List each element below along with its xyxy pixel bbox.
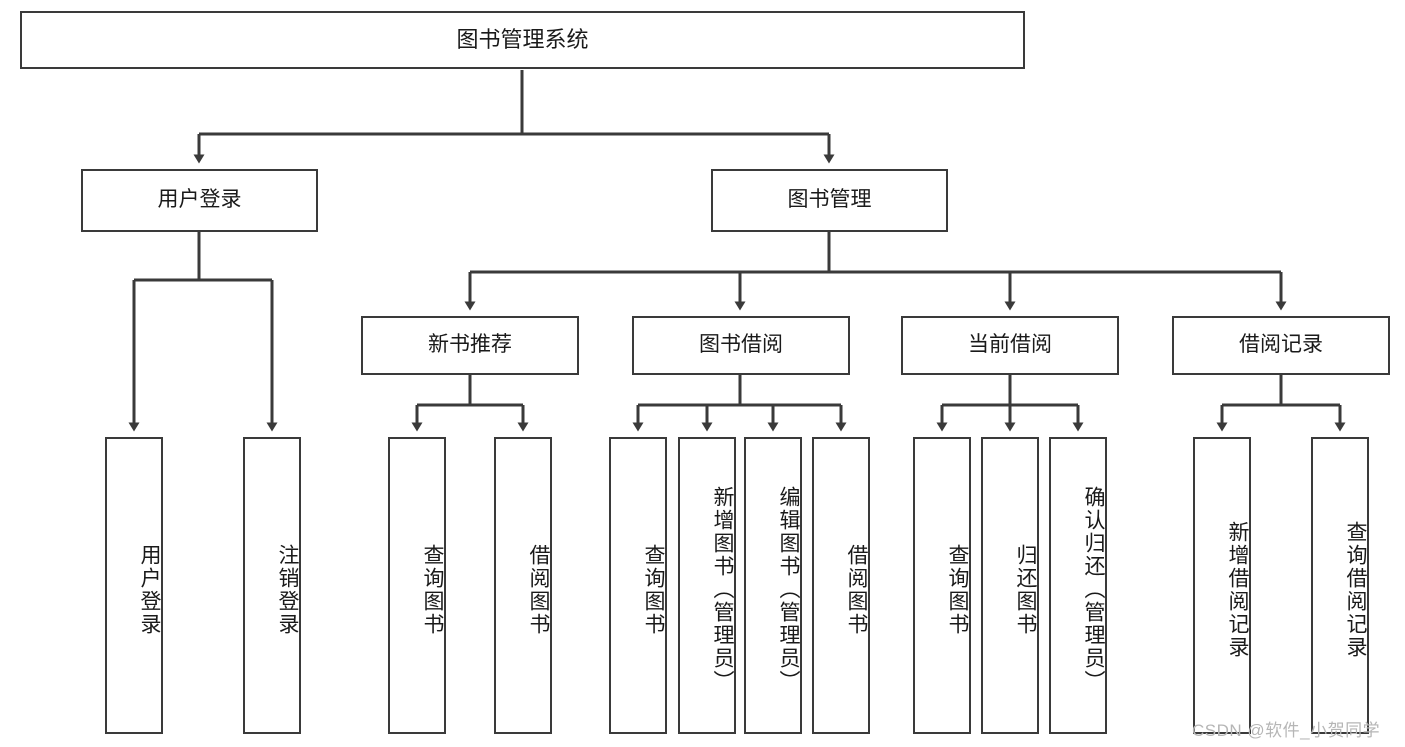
node-label: 查询图书 [421,543,444,636]
node-borrow-records[interactable]: 借阅记录 [1172,316,1390,375]
leaf-new-book-borrow-book[interactable]: 借阅图书 [494,437,552,734]
leaf-user-login-login[interactable]: 用户登录 [105,437,163,734]
node-label: 查询图书 [642,543,665,636]
leaf-book-borrow-borrow-book[interactable]: 借阅图书 [812,437,870,734]
node-root-book-management-system[interactable]: 图书管理系统 [20,11,1025,69]
node-label: 借阅记录 [1239,333,1323,357]
leaf-borrow-records-add-record[interactable]: 新增借阅记录 [1193,437,1251,734]
node-label: 借阅图书 [845,543,868,636]
leaf-new-book-query-book[interactable]: 查询图书 [388,437,446,734]
leaf-current-borrow-return-book[interactable]: 归还图书 [981,437,1039,734]
node-label: 新增图书（管理员） [711,486,734,693]
leaf-current-borrow-query-book[interactable]: 查询图书 [913,437,971,734]
node-label: 用户登录 [138,543,161,636]
node-book-management[interactable]: 图书管理 [711,169,948,232]
node-label: 当前借阅 [968,333,1052,357]
node-label: 确认归还（管理员） [1082,486,1105,693]
leaf-user-login-logout[interactable]: 注销登录 [243,437,301,734]
node-label: 图书管理 [787,188,872,212]
node-label: 查询借阅记录 [1344,520,1367,659]
node-label: 图书借阅 [699,333,783,357]
node-label: 查询图书 [946,543,969,636]
node-label: 借阅图书 [527,543,550,636]
node-new-book-recommend[interactable]: 新书推荐 [361,316,579,375]
node-user-login[interactable]: 用户登录 [81,169,318,232]
leaf-book-borrow-query-book[interactable]: 查询图书 [609,437,667,734]
node-label: 归还图书 [1014,543,1037,636]
node-label: 图书管理系统 [456,27,589,53]
leaf-book-borrow-edit-book-admin[interactable]: 编辑图书（管理员） [744,437,802,734]
node-label: 注销登录 [276,543,299,636]
node-current-borrow[interactable]: 当前借阅 [901,316,1119,375]
node-book-borrow[interactable]: 图书借阅 [632,316,850,375]
leaf-borrow-records-query-record[interactable]: 查询借阅记录 [1311,437,1369,734]
node-label: 编辑图书（管理员） [777,486,800,693]
node-label: 新增借阅记录 [1226,520,1249,659]
watermark-text: CSDN @软件_小贺同学 [1192,721,1381,740]
leaf-book-borrow-add-book-admin[interactable]: 新增图书（管理员） [678,437,736,734]
leaf-current-borrow-confirm-return-admin[interactable]: 确认归还（管理员） [1049,437,1107,734]
node-label: 用户登录 [157,188,242,212]
node-label: 新书推荐 [428,333,512,357]
